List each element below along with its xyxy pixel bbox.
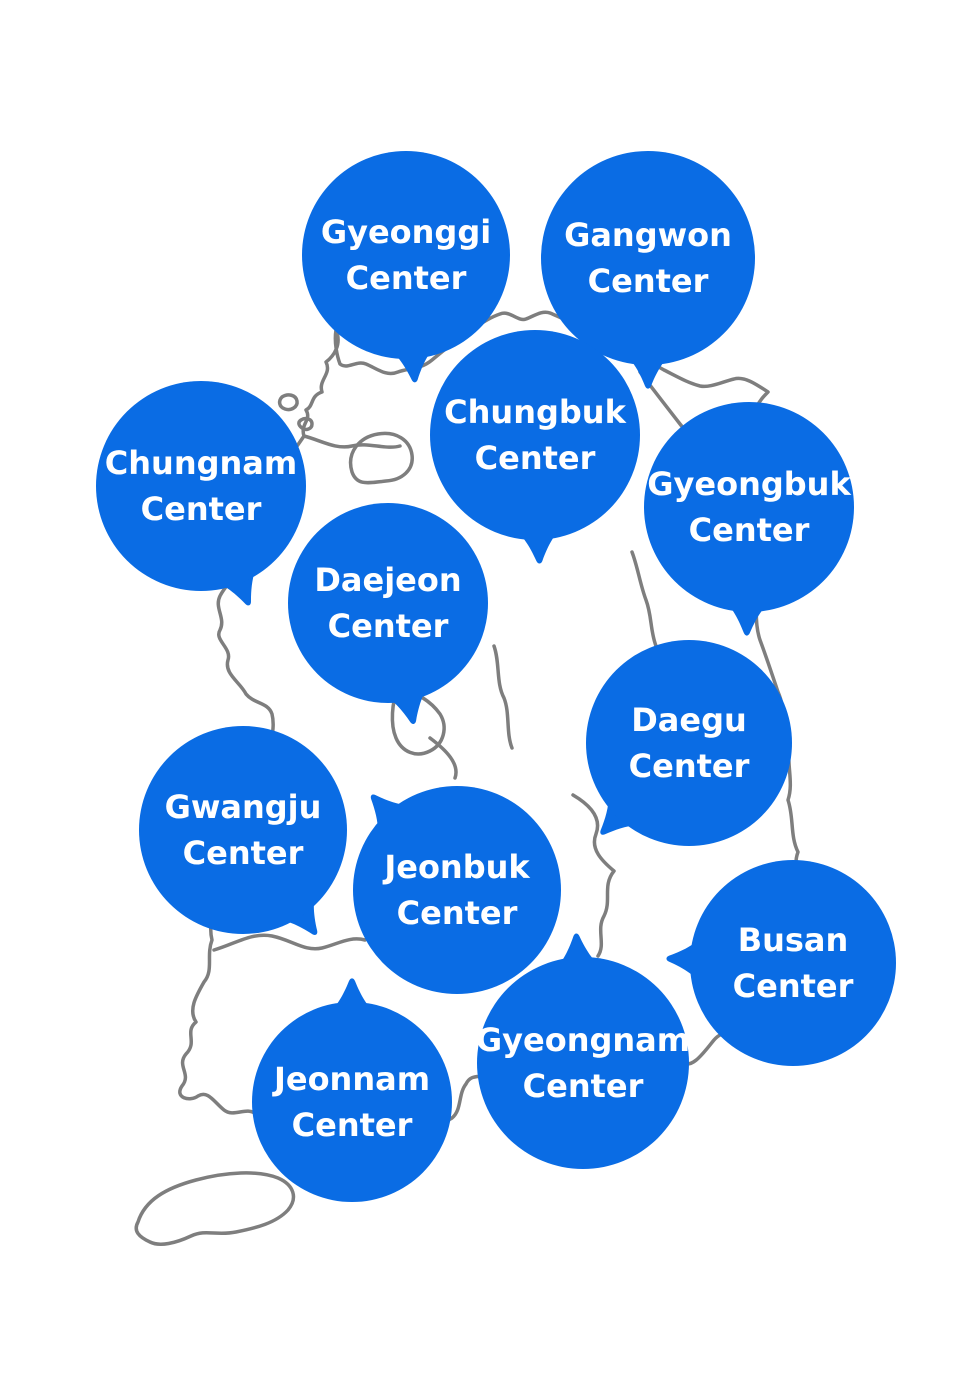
region-name: Daejeon (314, 560, 462, 599)
region-name: Gyeonggi (320, 212, 492, 251)
bubble-circle (586, 640, 792, 846)
bubble-circle (288, 503, 488, 703)
center-label: Center (345, 259, 467, 297)
bubble-chungnam[interactable]: Chungnam Center (96, 381, 306, 606)
region-name: Gangwon (564, 215, 732, 254)
center-label: Center (587, 262, 709, 300)
region-name: Daegu (631, 700, 747, 739)
center-label: Center (732, 967, 854, 1005)
province-border (630, 550, 658, 648)
bubble-gyeonggi[interactable]: Gyeonggi Center (302, 151, 510, 383)
bubble-gyeongbuk[interactable]: Gyeongbuk Center (644, 402, 854, 636)
bubble-label: Daegu Center (586, 640, 792, 846)
region-name: Jeonbuk (384, 847, 530, 886)
region-name: Chungnam (104, 443, 298, 482)
bubble-label: Chungbuk Center (430, 330, 640, 540)
province-border (212, 933, 367, 952)
bubble-label: Gyeonggi Center (302, 151, 510, 359)
bubble-label: Chungnam Center (96, 381, 306, 591)
province-border (492, 644, 514, 750)
region-name: Jeonnam (273, 1059, 431, 1098)
center-label: Center (474, 439, 596, 477)
bubble-circle (644, 402, 854, 612)
province-border (302, 434, 402, 449)
bubble-circle (139, 726, 347, 934)
bubble-daegu[interactable]: Daegu Center (586, 640, 792, 846)
region-name: Gwangju (164, 787, 322, 826)
center-label: Center (140, 490, 262, 528)
bubble-label: Daejeon Center (288, 503, 488, 703)
bubble-label: Busan Center (690, 860, 896, 1066)
center-label: Center (522, 1067, 644, 1105)
bubble-circle (690, 860, 896, 1066)
bubble-jeonbuk[interactable]: Jeonbuk Center (353, 786, 561, 994)
bubble-chungbuk[interactable]: Chungbuk Center (430, 330, 640, 564)
bubble-circle (541, 151, 755, 365)
west-coast-island (297, 416, 314, 432)
province-border (428, 736, 458, 780)
bubble-label: Gangwon Center (541, 151, 755, 365)
bubble-label: Gyeongbuk Center (644, 402, 854, 612)
bubble-circle (477, 957, 689, 1169)
center-label: Center (291, 1106, 413, 1144)
center-label: Center (327, 607, 449, 645)
bubble-gyeongnam[interactable]: Gyeongnam Center (475, 933, 691, 1169)
bubble-label: Jeonbuk Center (353, 786, 561, 994)
bubble-label: Jeonnam Center (252, 1002, 452, 1202)
bubble-circle (302, 151, 510, 359)
region-name: Gyeongnam (475, 1020, 691, 1059)
center-label: Center (182, 834, 304, 872)
bubble-circle (96, 381, 306, 591)
region-name: Chungbuk (444, 392, 626, 431)
jeju-island (134, 1171, 296, 1246)
province-border (348, 431, 414, 485)
province-border (390, 686, 446, 756)
region-name: Gyeongbuk (647, 464, 851, 503)
center-label: Center (628, 747, 750, 785)
bubble-daejeon[interactable]: Daejeon Center (288, 503, 488, 724)
bubble-circle (353, 786, 561, 994)
center-label: Center (396, 894, 518, 932)
bubble-gangwon[interactable]: Gangwon Center (541, 151, 755, 389)
bubble-circle (430, 330, 640, 540)
bubble-label: Gyeongnam Center (475, 957, 691, 1169)
province-border (571, 793, 616, 958)
region-name: Busan (737, 920, 849, 959)
bubble-label: Gwangju Center (139, 726, 347, 934)
bubble-busan[interactable]: Busan Center (666, 860, 896, 1066)
bubble-gwangju[interactable]: Gwangju Center (139, 726, 347, 935)
center-label: Center (688, 511, 810, 549)
bubble-jeonnam[interactable]: Jeonnam Center (252, 978, 452, 1202)
bubble-circle (252, 1002, 452, 1202)
west-coast-island (277, 393, 299, 412)
